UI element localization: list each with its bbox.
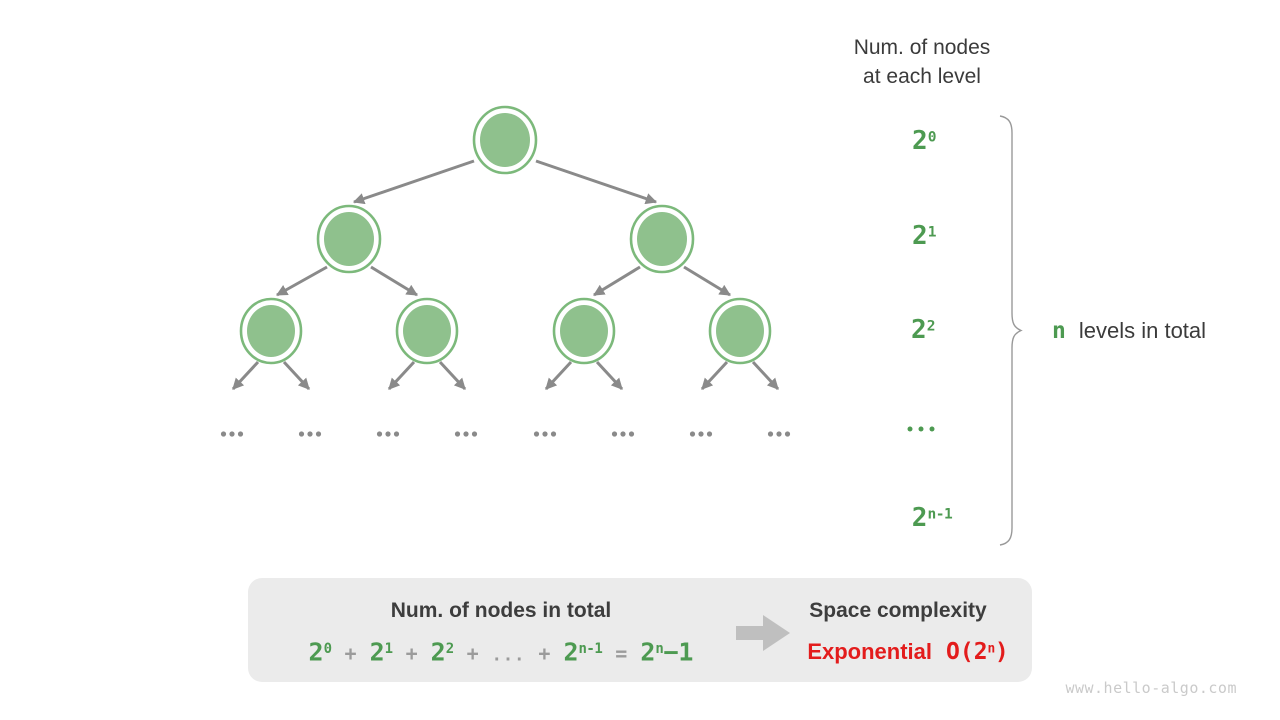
tree-node xyxy=(395,297,459,365)
dot xyxy=(929,426,935,432)
tree-node xyxy=(316,204,382,274)
formula-operator: + xyxy=(538,641,551,666)
dot xyxy=(918,426,924,432)
edge-arrow xyxy=(276,265,328,297)
edge-arrow xyxy=(544,360,573,391)
watermark: www.hello-algo.com xyxy=(1065,679,1237,697)
formula-operator: = xyxy=(615,641,628,666)
edge-arrow xyxy=(438,360,467,391)
edge-arrow xyxy=(231,360,260,391)
level-count-2^2: 22 xyxy=(911,315,935,345)
total-nodes-title: Num. of nodes in total xyxy=(390,599,612,622)
edge-arrow xyxy=(352,159,475,205)
level-count-2^0: 20 xyxy=(912,126,936,156)
dot xyxy=(907,426,913,432)
edge-arrow xyxy=(593,265,641,297)
level-count-2^n-1: 2n-1 xyxy=(911,503,953,533)
formula-term: 20 xyxy=(308,637,332,667)
total-nodes-formula: 20 + 21 + 22 + ... + 2n-1 = 2n−1 xyxy=(309,638,694,667)
tree-node xyxy=(708,297,772,365)
edge-arrow xyxy=(535,159,658,205)
level-count-2^1: 21 xyxy=(912,221,936,251)
brace-label-text: levels in total xyxy=(1078,318,1207,343)
brace-label: n levels in total xyxy=(1052,318,1206,344)
edge-arrow xyxy=(370,265,418,297)
tree-node xyxy=(629,204,695,274)
edge-arrow xyxy=(751,360,780,391)
formula-term: 2n-1 xyxy=(563,637,603,667)
leaf-ellipsis-dots xyxy=(220,431,791,437)
brace xyxy=(999,115,1023,546)
tree-nodes xyxy=(239,105,772,365)
formula-term: 21 xyxy=(369,637,393,667)
edge-arrow xyxy=(700,360,729,391)
edge-arrow xyxy=(595,360,624,391)
complexity-word: Exponential xyxy=(807,639,933,664)
edge-arrow xyxy=(282,360,311,391)
complexity-value: Exponential O(2n) xyxy=(807,639,1008,665)
tree-edges xyxy=(231,159,780,391)
formula-ellipsis: ... xyxy=(491,645,526,666)
formula-operator: + xyxy=(344,641,357,666)
formula-term: 22 xyxy=(430,637,454,667)
n-symbol: n xyxy=(1052,318,1066,344)
formula-result: 2n−1 xyxy=(640,637,694,667)
levels-column-header: Num. of nodes at each level xyxy=(854,33,991,91)
formula-operator: + xyxy=(466,641,479,666)
tree-node xyxy=(552,297,616,365)
tree-node xyxy=(239,297,303,365)
summary-box: Num. of nodes in total 20 + 21 + 22 + ..… xyxy=(248,578,1032,682)
right-arrow-icon xyxy=(736,615,790,651)
tree-node xyxy=(472,105,538,175)
edge-arrow xyxy=(683,265,731,297)
edge-arrow xyxy=(387,360,416,391)
big-o-notation: O(2n) xyxy=(946,639,1009,665)
level-count-ellipsis xyxy=(907,426,935,432)
levels-column-header-line2: at each level xyxy=(863,65,981,88)
levels-column-header-line1: Num. of nodes xyxy=(853,36,991,59)
formula-operator: + xyxy=(405,641,418,666)
space-complexity-title: Space complexity xyxy=(809,599,987,622)
